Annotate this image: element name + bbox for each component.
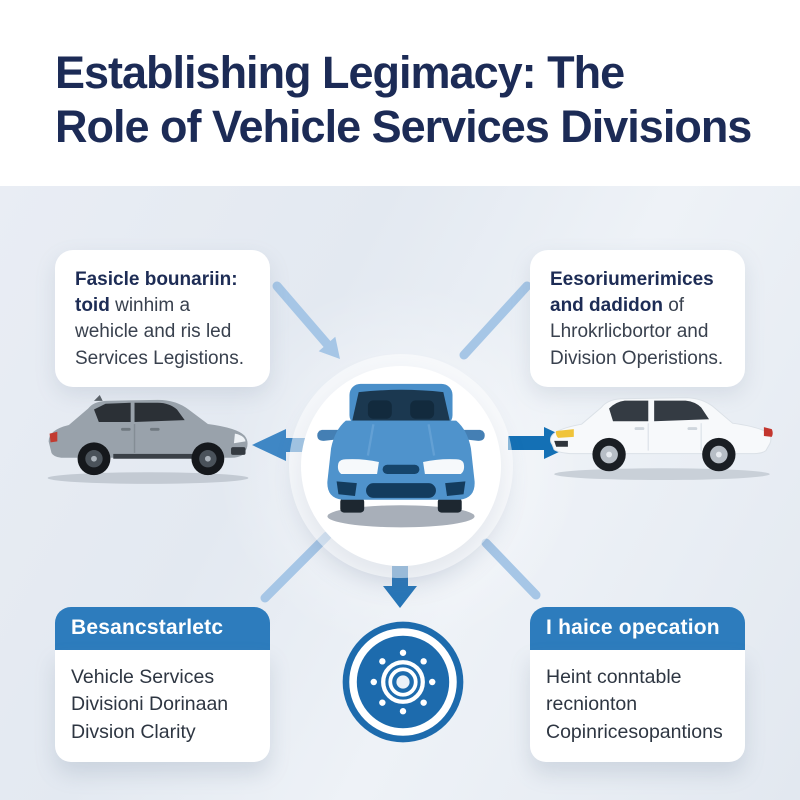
car-right-front-hub xyxy=(606,451,613,458)
callout-top-right-line1: Eesoriumerimices xyxy=(550,269,714,290)
car-center-intake-left xyxy=(336,481,357,497)
arrow-down-icon xyxy=(383,566,417,608)
callout-top-right-line2-bold: and dadidon xyxy=(550,295,663,317)
car-left-sill xyxy=(113,453,197,459)
car-right-shadow xyxy=(554,468,770,481)
car-center-hood-creases xyxy=(366,424,436,456)
car-center-headlight-left xyxy=(337,459,379,474)
connector-top-left-arrowhead-icon xyxy=(318,336,340,359)
arrow-left-icon xyxy=(252,429,320,461)
car-right-door-handle-1 xyxy=(634,427,645,431)
hub-white-ring xyxy=(349,628,457,736)
car-center-windshield xyxy=(352,389,450,421)
car-left-rear-hub xyxy=(91,455,97,462)
car-center-seat-right xyxy=(410,400,435,419)
header: Establishing Legimacy: The Role of Vehic… xyxy=(0,0,800,186)
hub-dot-7 xyxy=(399,649,407,656)
connector-bottom-right-line xyxy=(481,538,541,600)
callout-top-left-line4: Services Legistions. xyxy=(75,347,244,369)
car-center-lower-grille xyxy=(366,483,436,498)
connector-bottom-left-line xyxy=(260,531,332,603)
card-bottom-left-line1: Vehicle Services xyxy=(71,666,215,688)
blue-car-front-icon xyxy=(317,383,485,528)
car-right-front-window xyxy=(609,400,649,422)
card-bottom-right-header: I haice opecation xyxy=(530,607,745,650)
car-left-headlight xyxy=(233,433,246,444)
car-right-taillight xyxy=(763,427,773,437)
car-left-front-hub xyxy=(204,455,211,462)
car-center-headlight-right xyxy=(423,459,465,474)
hub-dot-1 xyxy=(429,678,436,686)
car-left-rear-window xyxy=(93,402,131,423)
card-bottom-left-line3: Divsion Clarity xyxy=(71,720,196,743)
hub-dot-5 xyxy=(370,678,377,686)
car-center-ground-shadow xyxy=(327,505,475,528)
car-right-front-intake xyxy=(554,440,568,447)
callout-top-left-line1: Fasicle bounariin: xyxy=(75,269,238,290)
hub-dot-6 xyxy=(379,658,386,665)
hub-dot-3 xyxy=(399,708,407,715)
car-center-left-tire xyxy=(340,497,365,513)
car-left-shadow xyxy=(47,472,249,484)
hub-dot-8 xyxy=(420,658,427,665)
callout-top-right-line4: Division Operistions. xyxy=(550,347,724,369)
callout-top-left-line2-rest: winhim a xyxy=(109,295,191,317)
car-left-door-handle-2 xyxy=(149,427,160,431)
car-left-antenna xyxy=(93,395,103,401)
callout-top-left: Fasicle bounariin: toid winhim a wehicle… xyxy=(55,250,270,387)
connector-top-left-line xyxy=(272,281,332,349)
car-right-door-handle-2 xyxy=(687,427,698,431)
hub-dot-4 xyxy=(379,699,386,706)
card-bottom-right-line2: recnionton xyxy=(546,693,638,716)
car-center-intake-right xyxy=(445,481,466,497)
car-center-grille xyxy=(382,464,420,474)
car-right-rear-window xyxy=(654,400,710,422)
car-left-door-handle-1 xyxy=(121,427,131,431)
card-bottom-left-line2: Divisioni Dorinaan xyxy=(71,693,229,716)
car-right-rear-hub xyxy=(715,451,722,458)
connector-lines xyxy=(252,281,578,608)
car-center-seat-left xyxy=(367,400,392,419)
gray-hatchback-car-icon xyxy=(47,395,249,484)
car-left-front-bumper xyxy=(231,447,246,455)
card-bottom-right-line3: Copinricesopantions xyxy=(546,720,723,743)
hub-dot-2 xyxy=(420,699,427,706)
card-bottom-left-header: Besancstarletc xyxy=(55,607,270,650)
diagram-stage: Fasicle bounariin: toid winhim a wehicle… xyxy=(0,186,800,800)
title-line-2: Role of Vehicle Services Divisions xyxy=(55,101,752,153)
hub-inner-ring-1 xyxy=(381,660,425,704)
white-sedan-car-icon xyxy=(550,397,773,481)
hub-inner-ring-2 xyxy=(388,667,418,697)
title-line-1: Establishing Legimacy: The xyxy=(55,47,625,98)
callout-top-left-line2-bold: toid xyxy=(75,295,110,317)
hub-wheel-target-icon xyxy=(342,621,464,743)
card-bottom-right-body: Heint conntable recnionton Copinricesopa… xyxy=(530,650,745,762)
car-right-headlight xyxy=(555,429,574,438)
callout-top-right: Eesoriumerimices and dadidon of Lhrokrli… xyxy=(530,250,745,387)
card-bottom-right-line1: Heint conntable xyxy=(546,666,682,688)
callout-top-right-line3: Lhrokrlicbortor and xyxy=(550,321,709,343)
card-bottom-left: Besancstarletc Vehicle Services Division… xyxy=(55,607,270,762)
callout-top-right-line2: and dadidon of xyxy=(550,293,725,319)
callout-top-left-line3: wehicle and ris led xyxy=(75,321,232,343)
car-center-right-tire xyxy=(437,497,462,513)
hub-center-dot xyxy=(396,675,410,689)
car-left-taillight xyxy=(49,431,58,443)
card-bottom-left-body: Vehicle Services Divisioni Dorinaan Divs… xyxy=(55,650,270,762)
connector-top-right-line xyxy=(459,281,532,360)
callout-top-right-line2-rest: of xyxy=(662,295,685,317)
page-title: Establishing Legimacy: The Role of Vehic… xyxy=(0,0,800,155)
callout-top-left-line2: toid winhim a xyxy=(75,293,250,319)
car-center-body xyxy=(327,420,475,500)
center-circle xyxy=(301,366,501,566)
card-bottom-right: I haice opecation Heint conntable recnio… xyxy=(530,607,745,762)
car-left-front-window xyxy=(134,402,185,423)
